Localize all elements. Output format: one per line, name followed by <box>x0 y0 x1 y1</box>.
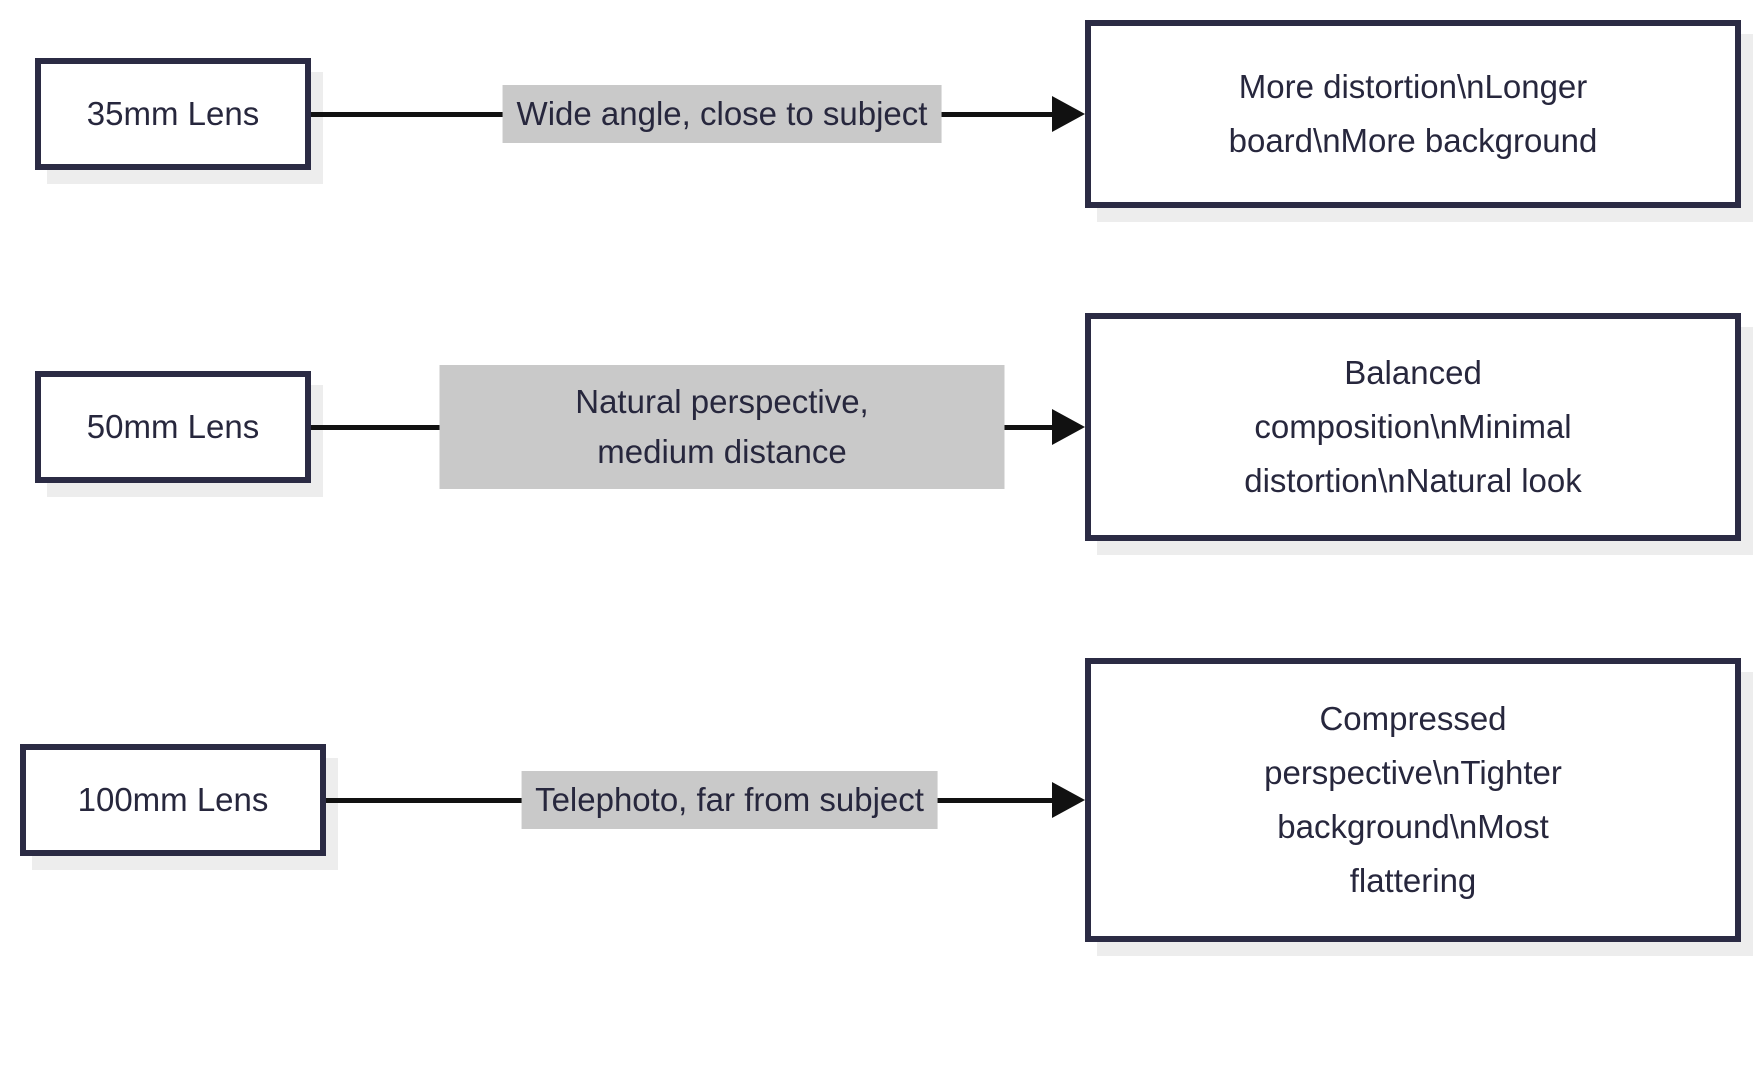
edge-label-line: Telephoto, far from subject <box>535 781 924 818</box>
node-label-line: board\nMore background <box>1228 122 1598 159</box>
node-label-line: composition\nMinimal <box>1254 408 1572 445</box>
node-label-line: distortion\nNatural look <box>1244 462 1582 499</box>
edge-label-line: Wide angle, close to subject <box>516 95 928 132</box>
node-label-line: Balanced <box>1344 354 1482 391</box>
node-50mm-lens: 50mm Lens <box>35 371 311 483</box>
node-100mm-result: Compressed perspective\nTighter backgrou… <box>1085 658 1741 942</box>
node-label-line: More distortion\nLonger <box>1238 68 1588 105</box>
edge-label-line: medium distance <box>597 433 847 470</box>
node-label-line: background\nMost <box>1277 808 1549 845</box>
flow-row-100mm: 100mm Lens Telephoto, far from subject C… <box>0 658 1763 942</box>
node-label: 100mm Lens <box>77 781 269 818</box>
node-35mm-lens: 35mm Lens <box>35 58 311 170</box>
node-label-line: Compressed <box>1319 700 1507 737</box>
node-100mm-lens: 100mm Lens <box>20 744 326 856</box>
flow-row-50mm: 50mm Lens Natural perspective, medium di… <box>0 313 1763 541</box>
node-label-line: flattering <box>1349 862 1477 899</box>
edge-50mm: Natural perspective, medium distance <box>311 313 1085 541</box>
arrowhead-icon <box>1052 782 1085 818</box>
flow-row-35mm: 35mm Lens Wide angle, close to subject M… <box>0 20 1763 208</box>
edge-label-line: Natural perspective, <box>575 383 869 420</box>
node-35mm-result: More distortion\nLonger board\nMore back… <box>1085 20 1741 208</box>
edge-35mm: Wide angle, close to subject <box>311 20 1085 208</box>
node-50mm-result: Balanced composition\nMinimal distortion… <box>1085 313 1741 541</box>
edge-label: Telephoto, far from subject <box>521 771 938 829</box>
node-label-line: perspective\nTighter <box>1264 754 1562 791</box>
arrowhead-icon <box>1052 96 1085 132</box>
edge-label: Wide angle, close to subject <box>502 85 942 143</box>
node-label: 50mm Lens <box>86 408 260 445</box>
arrowhead-icon <box>1052 409 1085 445</box>
edge-100mm: Telephoto, far from subject <box>326 658 1085 942</box>
node-label: 35mm Lens <box>86 95 260 132</box>
edge-label: Natural perspective, medium distance <box>439 365 1005 489</box>
